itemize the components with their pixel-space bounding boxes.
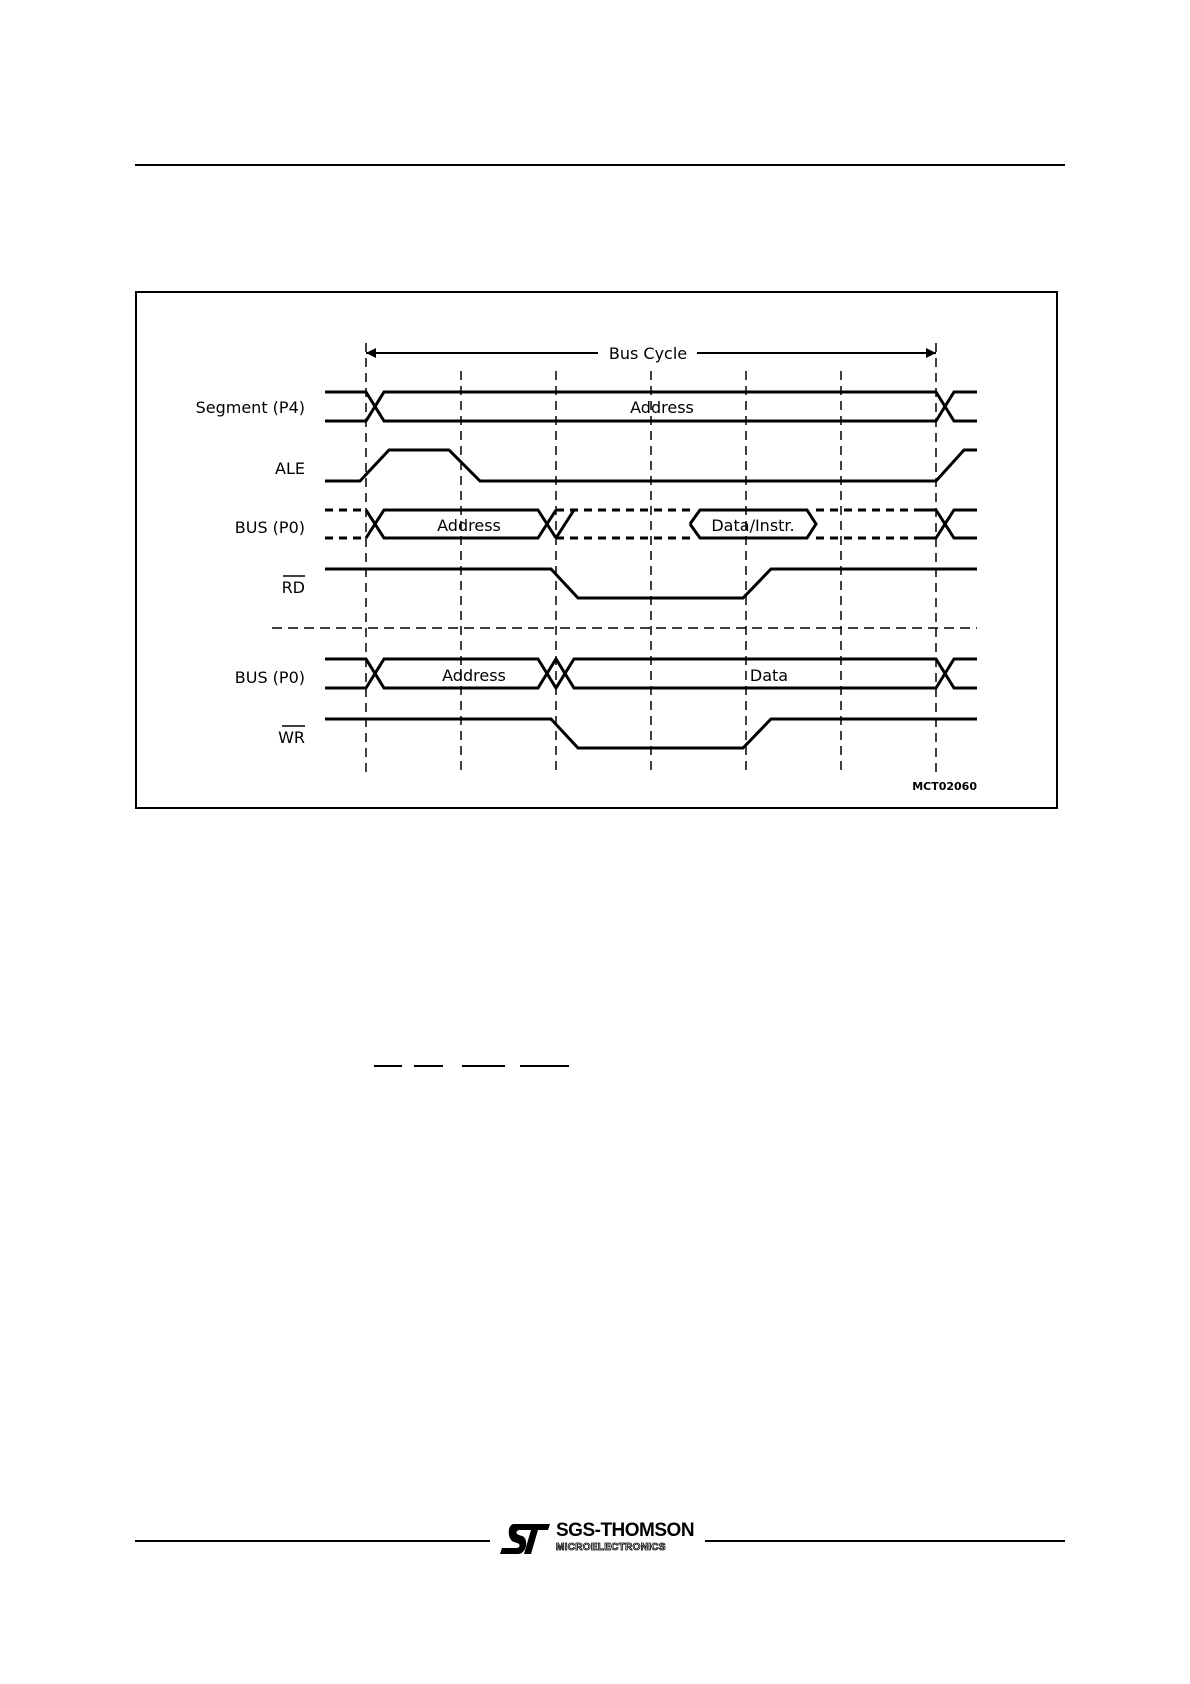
label-ale: ALE [275,459,305,478]
waveform-wr [325,717,977,750]
bus-cycle-label: Bus Cycle [609,344,687,363]
bus-read-address-text: Address [437,516,501,535]
time-gridlines [365,343,937,773]
label-bus-read: BUS (P0) [235,518,305,537]
overbar-fragments [374,1065,569,1069]
st-logo-icon [500,1524,550,1554]
bus-write-data-text: Data [750,666,788,685]
timing-diagram: Bus Cycle Segment (P4) ALE BUS (P0) RD B… [196,343,977,793]
segment-address-text: Address [630,398,694,417]
brand-logo: SGS-THOMSON MICROELECTRONICS [498,1521,703,1559]
timing-diagram-frame: Bus Cycle Segment (P4) ALE BUS (P0) RD B… [135,291,1058,809]
label-segment: Segment (P4) [196,398,305,417]
overbar-fragment [374,1065,402,1067]
waveform-rd [325,567,977,600]
figure-code: MCT02060 [912,780,977,793]
brand-name: SGS-THOMSON [556,1520,695,1541]
bus-write-address-text: Address [442,666,506,685]
waveform-bus-write [325,656,977,691]
overbar-fragment [520,1065,569,1067]
header-rule [135,164,1065,166]
label-bus-write: BUS (P0) [235,668,305,687]
waveform-segment [325,390,977,423]
footer-rule-left [135,1540,490,1542]
overbar-fragment [462,1065,505,1067]
waveform-ale [325,448,977,483]
bus-read-data-text: Data/Instr. [711,516,794,535]
brand-subtitle: MICROELECTRONICS [556,1542,666,1554]
overbar-fragment [414,1065,443,1067]
bus-cycle-arrow [366,348,936,358]
waveform-bus-read [325,508,977,540]
footer-rule-right [705,1540,1065,1542]
label-wr: WR [278,728,305,747]
label-rd: RD [282,578,305,597]
